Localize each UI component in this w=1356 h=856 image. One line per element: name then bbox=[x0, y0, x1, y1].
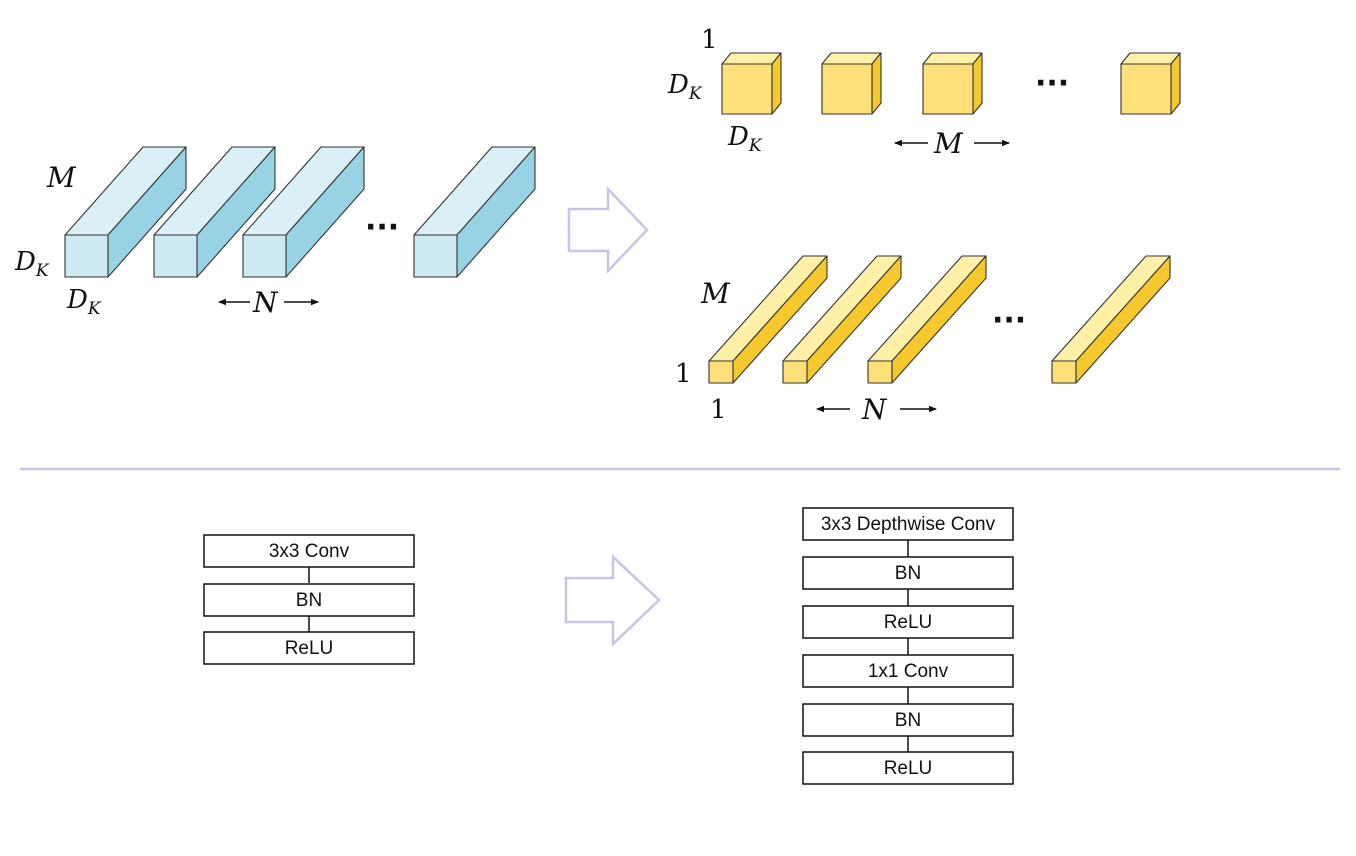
pointwise-kernel-front-face bbox=[708, 360, 734, 384]
layer-box bbox=[802, 605, 1014, 639]
depthwise-kernel-side-face bbox=[1170, 52, 1181, 115]
std-width-label: DK bbox=[66, 285, 102, 319]
layer-label: BN bbox=[895, 710, 921, 731]
depthwise-kernel-front-face bbox=[922, 63, 974, 115]
depthwise-kernel-top-face bbox=[1120, 52, 1181, 65]
pointwise-kernel bbox=[782, 255, 902, 384]
std-channels-label: M bbox=[46, 161, 77, 194]
standard-kernel-front-face bbox=[64, 234, 109, 278]
pointwise-kernel-front-face bbox=[867, 360, 893, 384]
standard-conv-filters bbox=[64, 146, 536, 278]
std-height-label: DK bbox=[14, 247, 50, 281]
standard-kernel bbox=[413, 146, 536, 278]
depthwise-kernel-side-face bbox=[972, 52, 983, 115]
layer-box bbox=[802, 654, 1014, 688]
depthwise-kernel-front-face bbox=[721, 63, 773, 115]
transform-arrow-top bbox=[567, 185, 649, 275]
depthwise-kernel bbox=[1120, 52, 1181, 115]
pointwise-kernel bbox=[708, 255, 828, 384]
layer-label: 3x3 Conv bbox=[269, 541, 350, 562]
depthwise-kernel bbox=[922, 52, 983, 115]
layer-box bbox=[802, 751, 1014, 785]
dw-ellipsis: ··· bbox=[1035, 66, 1069, 101]
layer-label: ReLU bbox=[884, 758, 933, 779]
dw-width-label: DK bbox=[727, 122, 763, 156]
layer-box bbox=[203, 534, 415, 568]
pointwise-kernel-top-face bbox=[1051, 255, 1171, 362]
standard-kernel-front-face bbox=[242, 234, 287, 278]
pw-count-label: N bbox=[861, 393, 888, 426]
layer-box bbox=[203, 631, 415, 665]
std-count-label: N bbox=[252, 286, 279, 319]
depthwise-kernel-front-face bbox=[821, 63, 873, 115]
layer-box bbox=[802, 556, 1014, 590]
standard-kernel bbox=[153, 146, 276, 278]
pointwise-conv-filters bbox=[708, 255, 1171, 384]
layer-label: BN bbox=[895, 563, 921, 584]
pw-width-label: 1 bbox=[710, 395, 727, 425]
layer-label: ReLU bbox=[285, 638, 334, 659]
layer-label: 1x1 Conv bbox=[868, 661, 949, 682]
standard-conv-block: 3x3 Conv BN ReLU bbox=[203, 534, 415, 665]
depthwise-kernel-side-face bbox=[871, 52, 882, 115]
pw-channels-label: M bbox=[700, 277, 731, 310]
layer-label: ReLU bbox=[884, 612, 933, 633]
pw-height-label: 1 bbox=[675, 359, 692, 389]
depthwise-kernel-side-face bbox=[771, 52, 782, 115]
separable-conv-block: 3x3 Depthwise Conv BN ReLU 1x1 Conv BN R… bbox=[802, 507, 1014, 785]
depthwise-kernel-top-face bbox=[922, 52, 983, 65]
layer-box bbox=[203, 583, 415, 617]
depthwise-conv-filters bbox=[721, 52, 1181, 115]
standard-kernel bbox=[242, 146, 365, 278]
layer-box bbox=[802, 507, 1014, 541]
standard-kernel-front-face bbox=[153, 234, 198, 278]
layer-label: 3x3 Depthwise Conv bbox=[821, 514, 996, 535]
depthwise-kernel bbox=[821, 52, 882, 115]
layer-box bbox=[802, 703, 1014, 737]
standard-kernel bbox=[64, 146, 187, 278]
depthwise-kernel bbox=[721, 52, 782, 115]
dw-depth-label: 1 bbox=[701, 25, 718, 55]
depthwise-kernel-front-face bbox=[1120, 63, 1172, 115]
dw-height-label: DK bbox=[667, 70, 703, 104]
pw-ellipsis: ··· bbox=[992, 303, 1026, 338]
pointwise-kernel bbox=[1051, 255, 1171, 384]
dw-count-label: M bbox=[933, 127, 964, 160]
layer-label: BN bbox=[296, 590, 322, 611]
std-ellipsis: ··· bbox=[365, 210, 399, 245]
transform-arrow-bottom bbox=[564, 554, 661, 647]
depthwise-kernel-top-face bbox=[821, 52, 882, 65]
standard-kernel-front-face bbox=[413, 234, 458, 278]
pointwise-kernel bbox=[867, 255, 987, 384]
pointwise-kernel-front-face bbox=[1051, 360, 1077, 384]
depthwise-kernel-top-face bbox=[721, 52, 782, 65]
pointwise-kernel-front-face bbox=[782, 360, 808, 384]
